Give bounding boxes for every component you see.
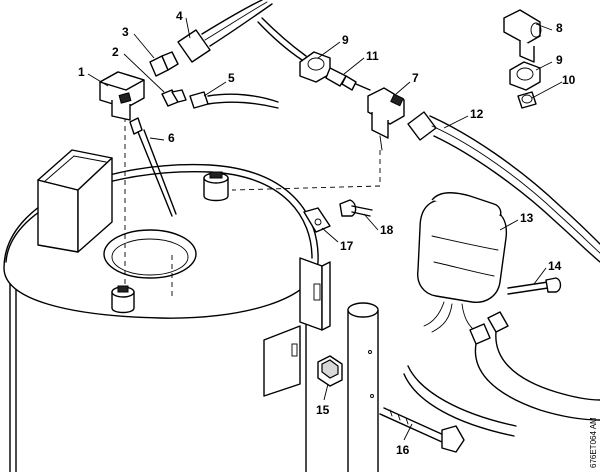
part-17-bracket <box>303 207 331 233</box>
part-16-bolt <box>379 407 465 453</box>
part-8-tee <box>503 9 542 63</box>
callout-15: 15 <box>316 403 330 417</box>
water-heater-tank <box>3 90 319 472</box>
callout-6: 6 <box>168 131 175 145</box>
reference-code: 676ET064 AM <box>589 417 598 468</box>
callout-4: 4 <box>176 9 183 23</box>
part-1-valve-cap <box>99 71 145 121</box>
part-18-screw <box>339 199 373 217</box>
callout-labels: 1 2 3 4 5 6 7 8 9 9 10 11 12 13 14 15 16… <box>78 9 576 457</box>
part-12-flex-hose <box>407 111 600 263</box>
callout-14: 14 <box>548 259 562 273</box>
part-4-pipe <box>177 0 273 63</box>
part-11-tube-ferrule <box>325 67 371 91</box>
callout-2: 2 <box>112 45 119 59</box>
callout-16: 16 <box>396 443 410 457</box>
part-6-probe-rod <box>129 117 177 217</box>
callout-13: 13 <box>520 211 534 225</box>
callout-1: 1 <box>78 65 85 79</box>
part-5-tube <box>189 91 279 109</box>
part-14-screw <box>507 277 562 295</box>
draft-hood <box>37 149 113 253</box>
callout-10: 10 <box>562 73 576 87</box>
part-7-tee-fitting <box>367 87 405 151</box>
callout-3: 3 <box>122 25 129 39</box>
routing-line <box>231 150 381 191</box>
callout-11: 11 <box>366 49 379 63</box>
part-2-fitting <box>161 89 187 107</box>
callout-5: 5 <box>228 71 235 85</box>
callout-17: 17 <box>340 239 354 253</box>
callout-18: 18 <box>380 223 394 237</box>
part-3-fitting <box>149 51 179 77</box>
part-9-nut-right <box>509 61 541 91</box>
callout-9a: 9 <box>342 33 349 47</box>
part-15-clip <box>317 355 343 387</box>
part-10-ferrule <box>517 91 537 109</box>
gas-line-upper <box>257 17 307 61</box>
callout-12: 12 <box>470 107 484 121</box>
callout-8: 8 <box>556 21 563 35</box>
tank-top-fitting-left <box>111 285 135 314</box>
vertical-rod <box>347 302 379 472</box>
control-tubes <box>403 311 600 437</box>
callout-leaders <box>87 17 563 441</box>
tank-top-fitting-right <box>203 171 229 202</box>
part-13-control-unit <box>417 192 508 337</box>
side-bracket <box>263 257 331 397</box>
callout-9b: 9 <box>556 53 563 67</box>
callout-7: 7 <box>412 71 419 85</box>
